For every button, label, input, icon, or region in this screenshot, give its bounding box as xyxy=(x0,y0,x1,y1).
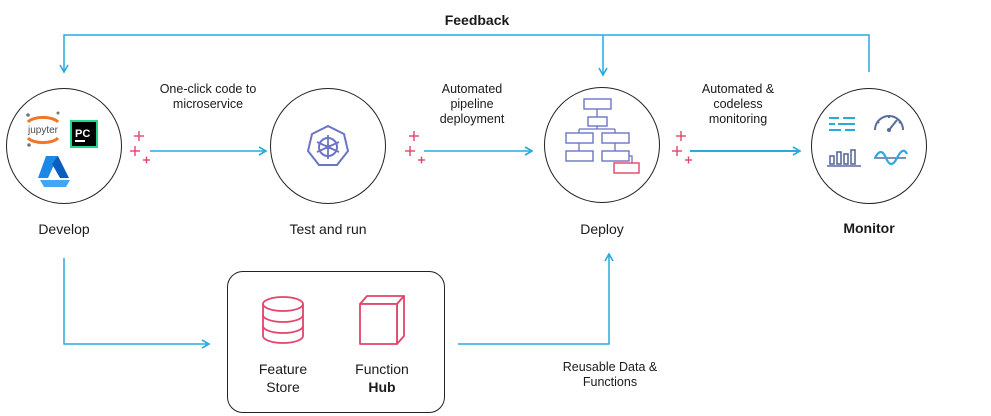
bar-chart-icon xyxy=(826,148,861,167)
edge-label-line: pipeline xyxy=(450,97,494,111)
stores-container xyxy=(227,271,445,413)
deploy-node xyxy=(544,87,660,203)
monitoring-icons xyxy=(826,114,908,167)
gauge-icon xyxy=(873,114,904,131)
pycharm-text: PC xyxy=(75,128,90,140)
edge-label-line: Functions xyxy=(582,375,638,389)
pycharm-icon: PC xyxy=(69,119,98,148)
develop-node: jupyter PC xyxy=(6,88,122,204)
edge-label-line: codeless xyxy=(713,97,763,111)
test-and-run-node xyxy=(270,88,386,204)
store-label-line: Store xyxy=(266,379,300,395)
kubernetes-icon xyxy=(306,124,349,166)
hub-to-deploy-arrow xyxy=(458,252,614,345)
edge-label-line: Reusable Data & xyxy=(562,360,658,374)
azure-ml-icon xyxy=(37,155,70,187)
store-label-line: Feature xyxy=(258,361,308,377)
edge-label-line: Automated xyxy=(441,82,503,96)
develop-tool-icons: jupyter PC xyxy=(25,111,98,187)
develop-to-stores-arrow xyxy=(63,258,211,349)
pipeline-icon xyxy=(564,97,640,174)
develop-label: Develop xyxy=(38,221,90,237)
test-and-run-label: Test and run xyxy=(289,221,367,237)
plus-decoration xyxy=(405,131,425,164)
feedback-label: Feedback xyxy=(444,12,510,28)
edge-label-line: microservice xyxy=(172,97,244,111)
plus-decoration xyxy=(672,131,692,164)
store-label-line: Hub xyxy=(368,379,396,395)
edge-label-line: monitoring xyxy=(708,112,768,126)
cube-icon xyxy=(359,295,405,345)
jupyter-text: jupyter xyxy=(26,125,58,136)
waveform-icon xyxy=(873,149,908,165)
plus-decoration xyxy=(130,131,150,164)
deploy-label: Deploy xyxy=(580,221,624,237)
store-label-line: Function xyxy=(355,361,409,377)
develop-to-test-label: One-click code to microservice xyxy=(128,82,288,112)
deploy-to-monitor-label: Automated & codeless monitoring xyxy=(678,82,798,127)
database-icon xyxy=(262,296,304,344)
monitor-node xyxy=(811,88,927,204)
feedback-arrow xyxy=(59,34,870,74)
edge-label-line: Automated & xyxy=(701,82,775,96)
function-hub-label: Function Hub xyxy=(339,360,425,396)
edge-label-line: One-click code to xyxy=(159,82,257,96)
feature-store-label: Feature Store xyxy=(243,360,323,396)
dashboard-lines-icon xyxy=(828,116,855,131)
hub-to-deploy-label: Reusable Data & Functions xyxy=(540,360,680,390)
edge-label-line: deployment xyxy=(439,112,505,126)
jupyter-icon: jupyter xyxy=(25,111,59,147)
test-to-deploy-label: Automated pipeline deployment xyxy=(412,82,532,127)
monitor-label: Monitor xyxy=(843,220,895,236)
